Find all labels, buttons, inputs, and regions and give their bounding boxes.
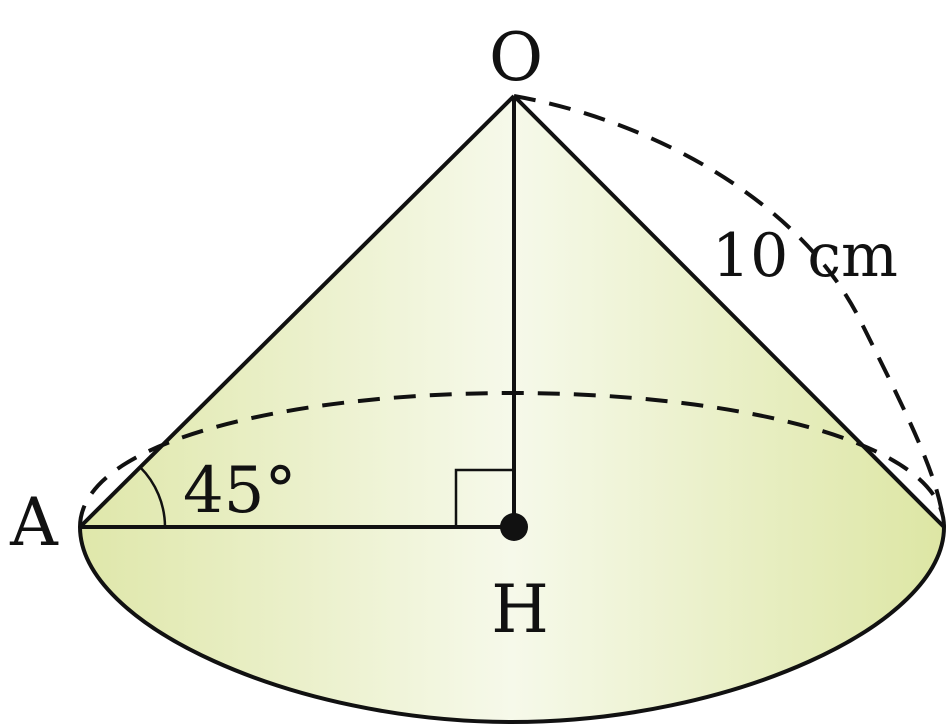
point-a-label: A [9, 484, 59, 561]
center-label: H [491, 571, 549, 648]
generator-left [78, 94, 516, 529]
angle-arc-inner [117, 482, 125, 490]
generator-right [512, 94, 946, 529]
angle-label: 45° [183, 454, 296, 528]
slant-length-label: 10 cm [712, 221, 898, 291]
base-front-arc [78, 526, 946, 725]
slant-arc [513, 94, 946, 528]
right-angle-marker [454, 468, 514, 527]
center-point-dot [500, 513, 528, 541]
apex-label: O [489, 19, 543, 96]
angle-arc [139, 466, 167, 528]
